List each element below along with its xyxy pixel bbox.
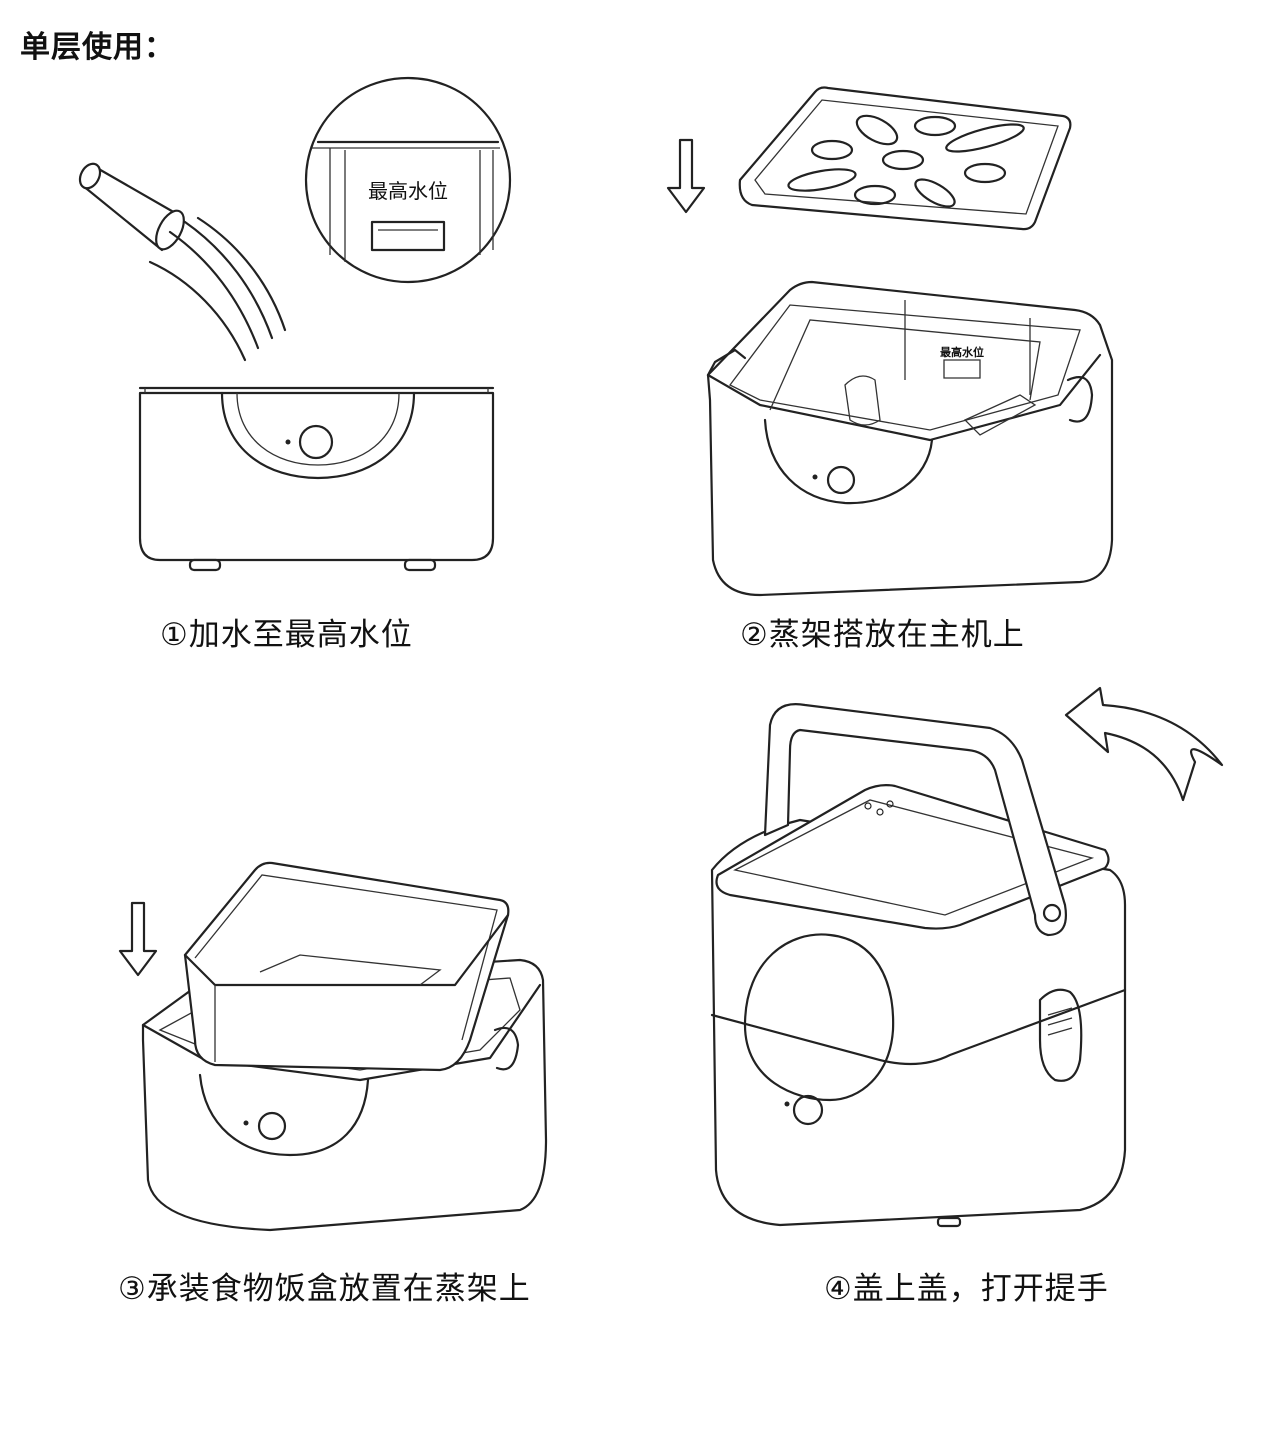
step3-label: ③承装食物饭盒放置在蒸架上: [118, 1271, 531, 1307]
step4-illustration: [712, 688, 1222, 1226]
step2-illustration: 最高水位: [668, 88, 1112, 596]
step2-label: ②蒸架搭放在主机上: [740, 617, 1025, 653]
down-arrow-icon-2: [120, 903, 156, 975]
step1-illustration: 最高水位: [76, 78, 510, 570]
max-water-label: 最高水位: [368, 179, 448, 203]
max-water-callout: 最高水位: [306, 78, 510, 282]
down-arrow-icon: [668, 140, 704, 212]
step1-label: ①加水至最高水位: [160, 617, 413, 653]
water-cup-icon: [76, 160, 190, 253]
step3-illustration: [120, 322, 546, 1230]
base-unit-step1: [140, 388, 493, 570]
svg-text:最高水位: 最高水位: [940, 345, 984, 359]
step4-label: ④盖上盖，打开提手: [824, 1271, 1109, 1307]
steam-rack: [740, 88, 1071, 230]
curved-arrow-icon: [1066, 688, 1222, 800]
section-title: 单层使用：: [20, 30, 175, 65]
closed-unit: [712, 704, 1125, 1226]
food-box: [185, 863, 508, 1070]
base-unit-step2: 最高水位: [708, 282, 1112, 595]
